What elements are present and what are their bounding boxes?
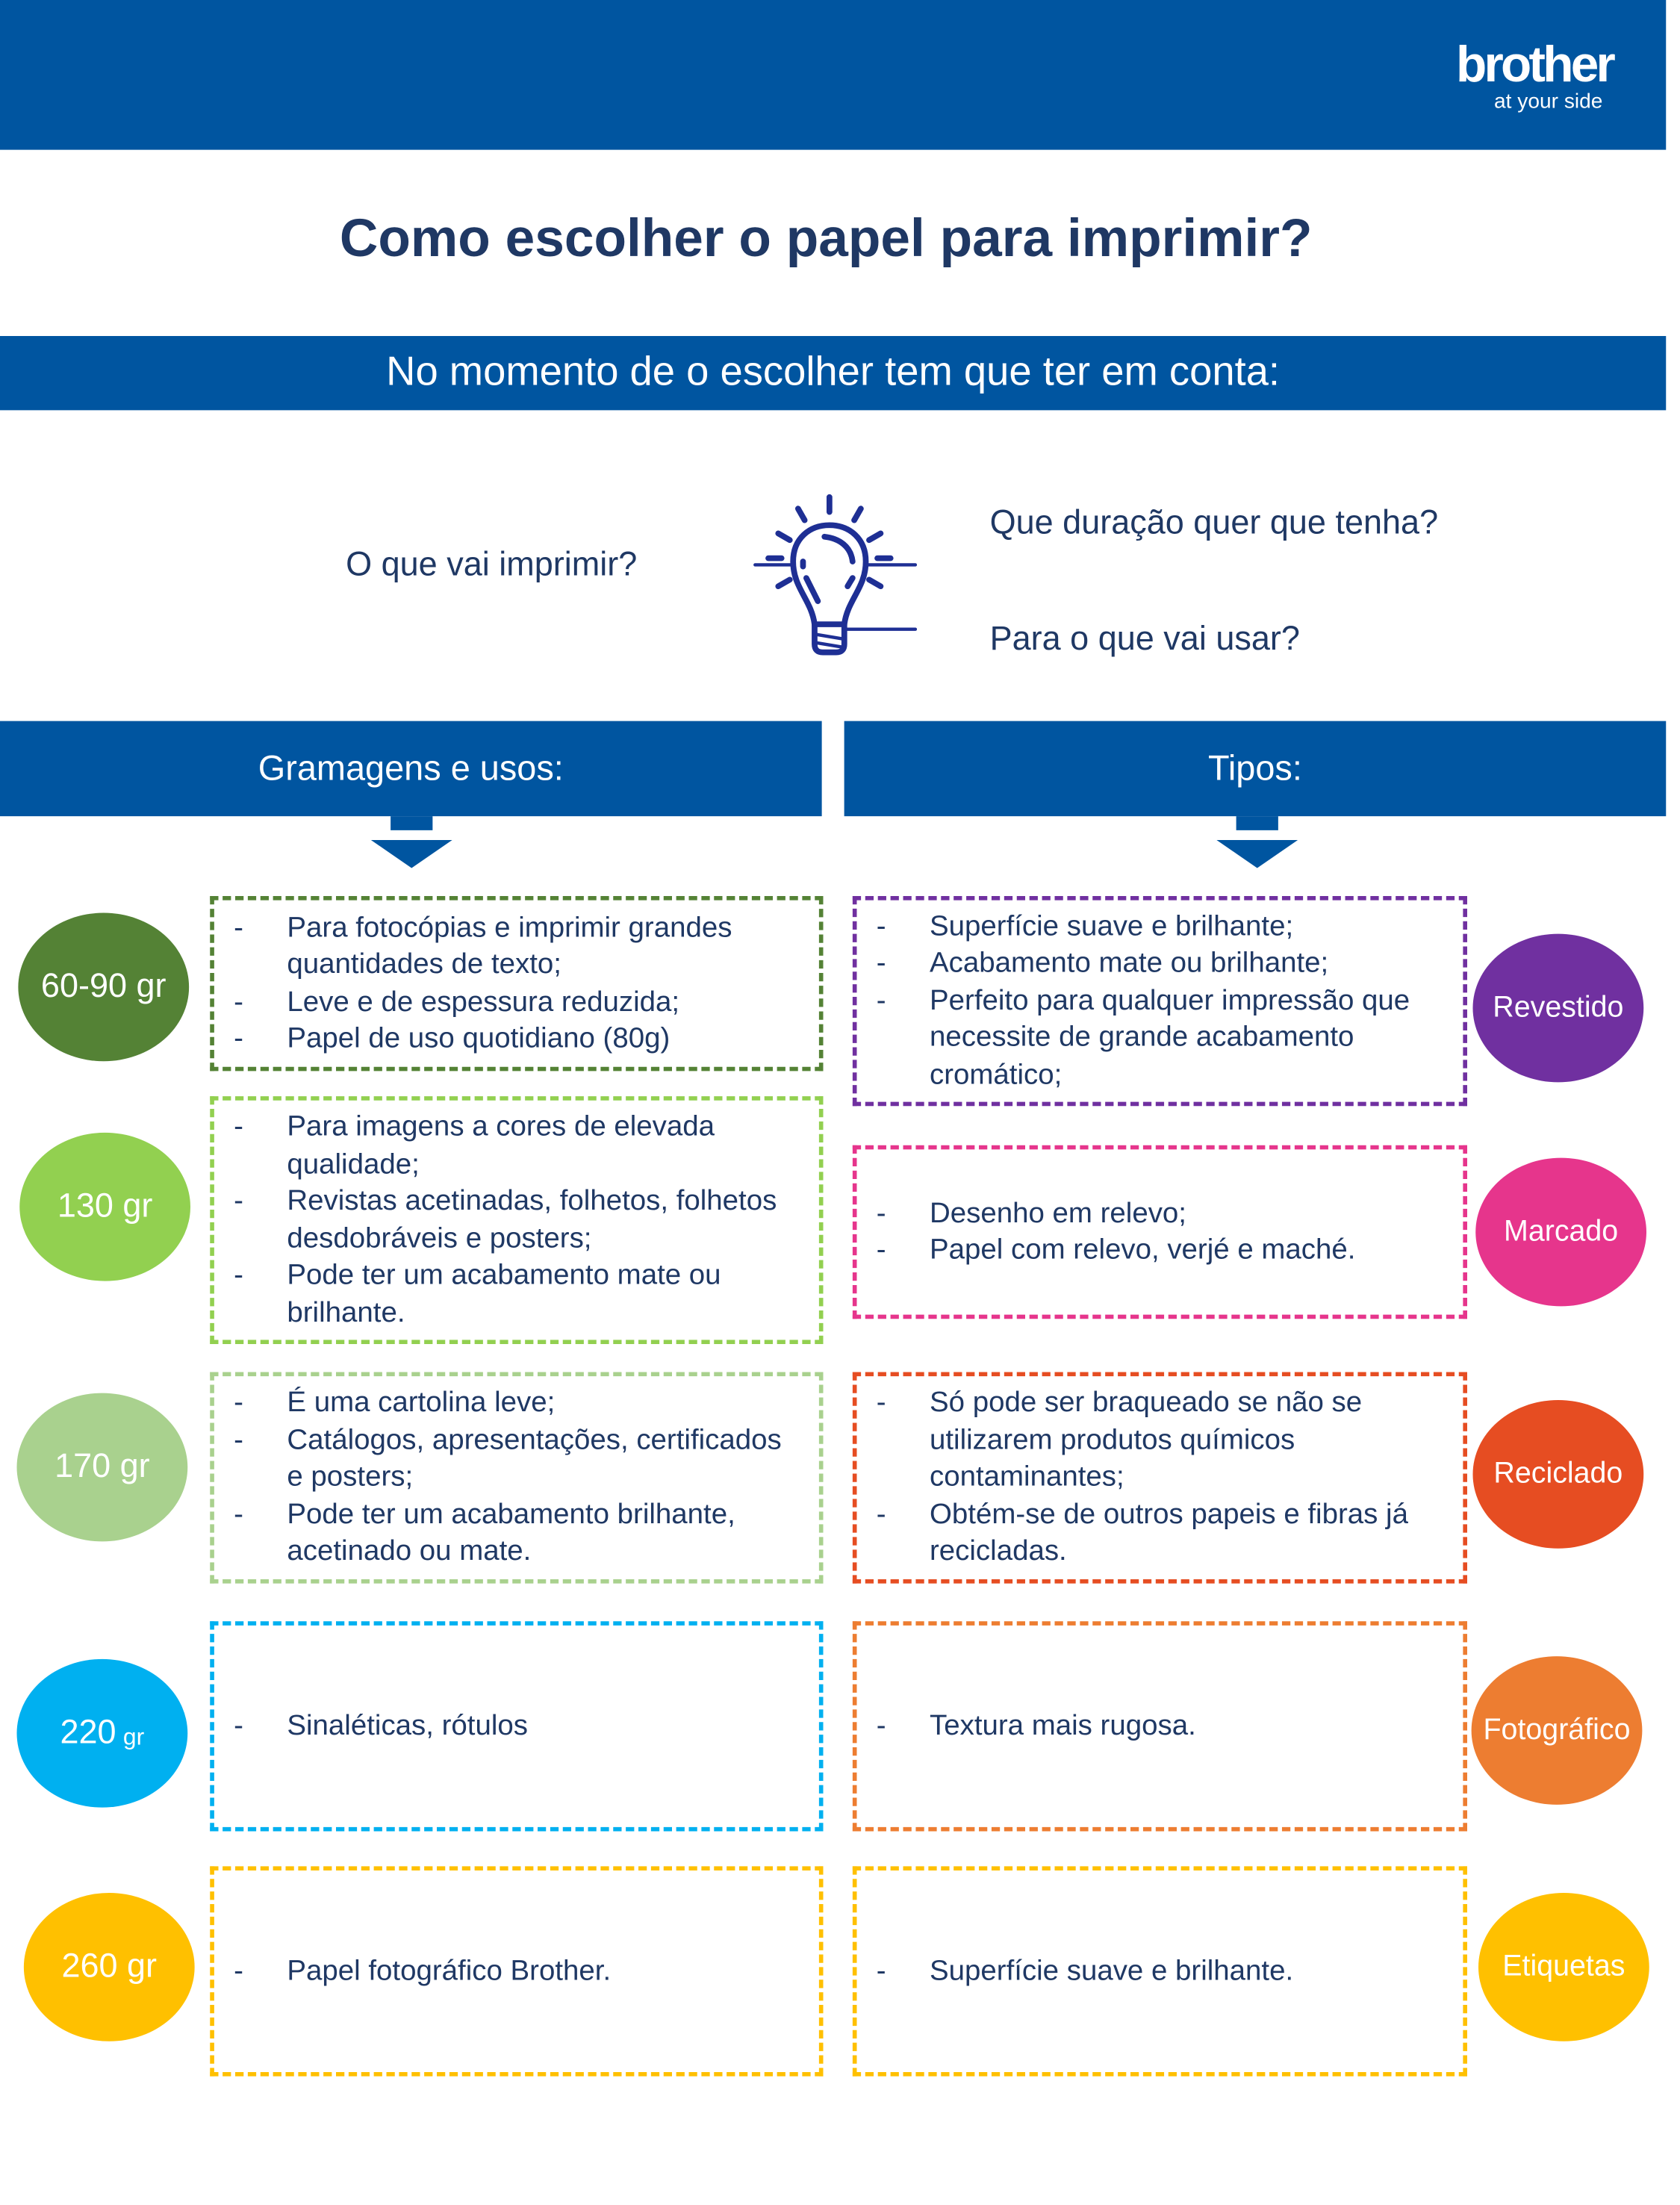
list-item: - É uma cartolina leve; — [234, 1385, 805, 1422]
bullet-dash: - — [876, 1233, 886, 1266]
item-text: Obtém-se de outros papeis e fibras já re… — [930, 1497, 1408, 1567]
arrow-down-icon — [370, 840, 452, 868]
weight-badge: 60-90 gr — [18, 912, 190, 1062]
weights-box: - Para fotocópias e imprimir grandes quan… — [210, 896, 824, 1072]
bullet-dash: - — [234, 1258, 243, 1291]
logo-text: brother — [1456, 34, 1616, 93]
list-item: - Pode ter um acabamento brilhante, aceti… — [234, 1496, 805, 1570]
bullet-dash: - — [234, 1184, 243, 1217]
page-title: Como escolher o papel para imprimir? — [339, 210, 1313, 269]
bullet-dash: - — [876, 1708, 886, 1742]
bullet-dash: - — [234, 910, 243, 943]
subheader-bar: No momento de o escolher tem que ter em … — [0, 336, 1667, 411]
weights-section-header: Gramagens e usos: — [0, 721, 822, 817]
type-badge: Etiquetas — [1478, 1893, 1649, 2041]
bullet-dash: - — [234, 1021, 243, 1054]
question-use: Para o que vai usar? — [989, 620, 1300, 659]
bullet-dash: - — [876, 1497, 886, 1530]
list-item: - Pode ter um acabamento mate ou brilhant… — [234, 1257, 805, 1331]
brother-logo: brother at your side — [1456, 34, 1616, 113]
item-text: Desenho em relevo; — [930, 1196, 1187, 1229]
item-text: Pode ter um acabamento mate ou brilhante… — [287, 1258, 721, 1328]
list-item: - Só pode ser braqueado se não se utiliza… — [877, 1385, 1449, 1496]
list-item: - Acabamento mate ou brilhante; — [877, 945, 1449, 983]
question-duration: Que duração quer que tenha? — [989, 504, 1439, 542]
weights-box: - Para imagens a cores de elevada qualida… — [210, 1096, 824, 1344]
types-section-header: Tipos: — [844, 721, 1667, 817]
badge-number: 220 — [60, 1714, 116, 1752]
item-text: Papel de uso quotidiano (80g) — [287, 1021, 671, 1054]
item-text: Acabamento mate ou brilhante; — [930, 946, 1329, 980]
item-text: Textura mais rugosa. — [930, 1708, 1196, 1742]
bullet-dash: - — [876, 1196, 886, 1229]
item-text: Papel fotográfico Brother. — [287, 1954, 612, 1987]
bullet-dash: - — [234, 1423, 243, 1456]
item-text: É uma cartolina leve; — [287, 1386, 556, 1419]
types-box: - Superfície suave e brilhante. — [852, 1866, 1467, 2077]
type-badge: Reciclado — [1472, 1400, 1644, 1549]
item-text: Para imagens a cores de elevada qualidad… — [287, 1110, 715, 1180]
bullet-dash: - — [234, 1954, 243, 1987]
logo-tagline: at your side — [1494, 90, 1603, 113]
list-item: - Papel fotográfico Brother. — [234, 1953, 805, 1990]
list-item: - Para imagens a cores de elevada qualida… — [234, 1109, 805, 1183]
list-item: - Papel de uso quotidiano (80g) — [234, 1021, 805, 1058]
list-item: - Leve e de espessura reduzida; — [234, 983, 805, 1021]
weight-badge: 170 gr — [16, 1393, 188, 1542]
types-box: - Textura mais rugosa. — [852, 1621, 1467, 1832]
header-bar: brother at your side — [0, 0, 1667, 150]
list-item: - Papel com relevo, verjé e maché. — [877, 1232, 1449, 1269]
list-item: - Para fotocópias e imprimir grandes quan… — [234, 909, 805, 983]
bullet-dash: - — [876, 1954, 886, 1987]
weight-badge: 260 gr — [23, 1893, 195, 2041]
list-item: - Textura mais rugosa. — [877, 1708, 1449, 1745]
lightbulb-icon — [753, 494, 918, 656]
item-text: Sinaléticas, rótulos — [287, 1708, 528, 1742]
type-badge: Marcado — [1475, 1157, 1646, 1307]
bullet-dash: - — [876, 1386, 886, 1419]
list-item: - Perfeito para qualquer impressão que ne… — [877, 983, 1449, 1094]
bullet-dash: - — [876, 946, 886, 980]
item-text: Superfície suave e brilhante. — [930, 1954, 1294, 1987]
item-text: Superfície suave e brilhante; — [930, 909, 1294, 942]
item-text: Papel com relevo, verjé e maché. — [930, 1233, 1356, 1266]
list-item: - Superfície suave e brilhante; — [877, 908, 1449, 945]
bullet-dash: - — [234, 1497, 243, 1530]
list-item: - Desenho em relevo; — [877, 1195, 1449, 1232]
item-text: Só pode ser braqueado se não se utilizar… — [930, 1386, 1363, 1493]
types-box: - Só pode ser braqueado se não se utiliza… — [852, 1372, 1467, 1584]
item-text: Para fotocópias e imprimir grandes quant… — [287, 910, 732, 980]
list-item: - Sinaléticas, rótulos — [234, 1708, 805, 1745]
bullet-dash: - — [234, 1386, 243, 1419]
badge-unit: gr — [122, 1723, 145, 1750]
list-item: - Superfície suave e brilhante. — [877, 1953, 1449, 1990]
weights-box: - Sinaléticas, rótulos — [210, 1621, 824, 1832]
bullet-dash: - — [876, 983, 886, 1016]
item-text: Leve e de espessura reduzida; — [287, 985, 680, 1018]
weights-box: - Papel fotográfico Brother. — [210, 1866, 824, 2077]
types-box: - Superfície suave e brilhante; - Acabament… — [852, 896, 1467, 1107]
bullet-dash: - — [234, 1110, 243, 1142]
types-box: - Desenho em relevo; - Papel com relevo, ve… — [852, 1145, 1467, 1319]
arrow-stem — [1236, 816, 1278, 830]
type-badge: Fotográfico — [1471, 1656, 1643, 1805]
item-text: Catálogos, apresentações, certificados e… — [287, 1423, 782, 1493]
bullet-dash: - — [234, 1708, 243, 1742]
item-text: Revistas acetinadas, folhetos, folhetos … — [287, 1184, 777, 1254]
bullet-dash: - — [876, 909, 886, 942]
bullet-dash: - — [234, 985, 243, 1018]
list-item: - Catálogos, apresentações, certificados … — [234, 1422, 805, 1496]
type-badge: Revestido — [1472, 933, 1644, 1083]
question-what: O que vai imprimir? — [346, 546, 638, 584]
list-item: - Revistas acetinadas, folhetos, folhetos… — [234, 1183, 805, 1257]
arrow-stem — [391, 816, 433, 830]
weights-box: - É uma cartolina leve; - Catálogos, aprese… — [210, 1372, 824, 1584]
item-text: Pode ter um acabamento brilhante, acetin… — [287, 1497, 735, 1567]
arrow-down-icon — [1216, 840, 1298, 868]
weight-badge: 130 gr — [19, 1132, 190, 1281]
item-text: Perfeito para qualquer impressão que nec… — [930, 983, 1410, 1091]
list-item: - Obtém-se de outros papeis e fibras já r… — [877, 1496, 1449, 1570]
